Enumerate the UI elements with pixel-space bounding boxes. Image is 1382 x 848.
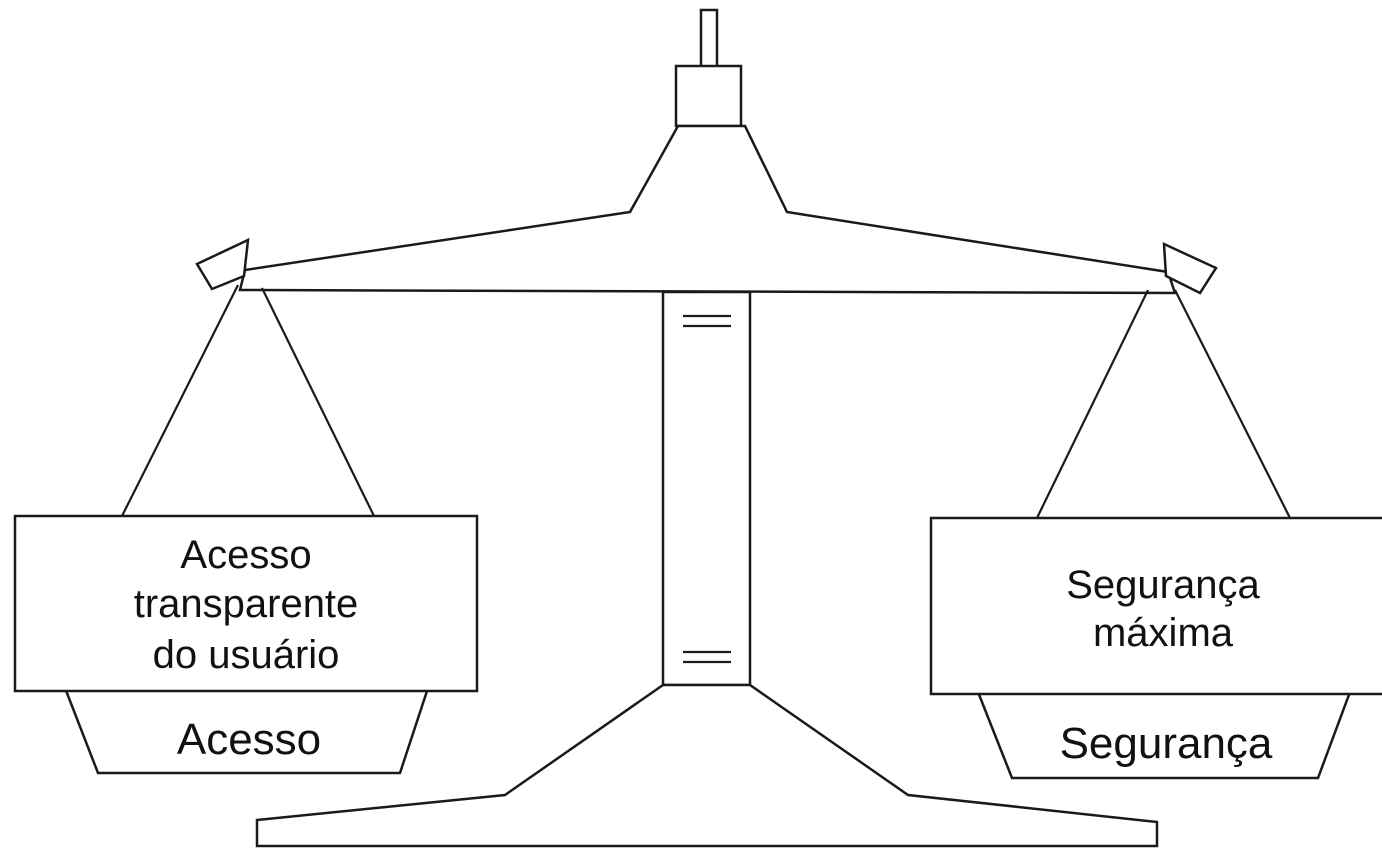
right-pan-string-outer: [1174, 289, 1291, 519]
scale-top-spindle: [699, 8, 719, 70]
left-box-line-3: do usuário: [153, 633, 340, 677]
scale-column: [661, 290, 752, 687]
left-pan-string-inner: [261, 287, 375, 517]
left-beam-cap: [195, 237, 250, 291]
scale-base: [255, 683, 1159, 848]
left-pan-string-outer: [121, 284, 239, 517]
left-weight-label: Acesso: [177, 715, 321, 764]
left-box-line-1: Acesso: [180, 533, 311, 577]
right-beam-cap: [1162, 241, 1218, 295]
left-box-line-2: transparente: [134, 582, 359, 626]
right-box-line-1: Segurança: [1066, 563, 1260, 607]
right-box-line-2: máxima: [1093, 611, 1234, 655]
right-weight-label: Segurança: [1060, 719, 1273, 768]
right-pan-box: [929, 516, 1382, 696]
left-pan-box: [13, 514, 479, 693]
right-pan-string-inner: [1036, 289, 1149, 519]
scale-top-block: [674, 64, 743, 128]
scale-beam: [238, 124, 1177, 295]
